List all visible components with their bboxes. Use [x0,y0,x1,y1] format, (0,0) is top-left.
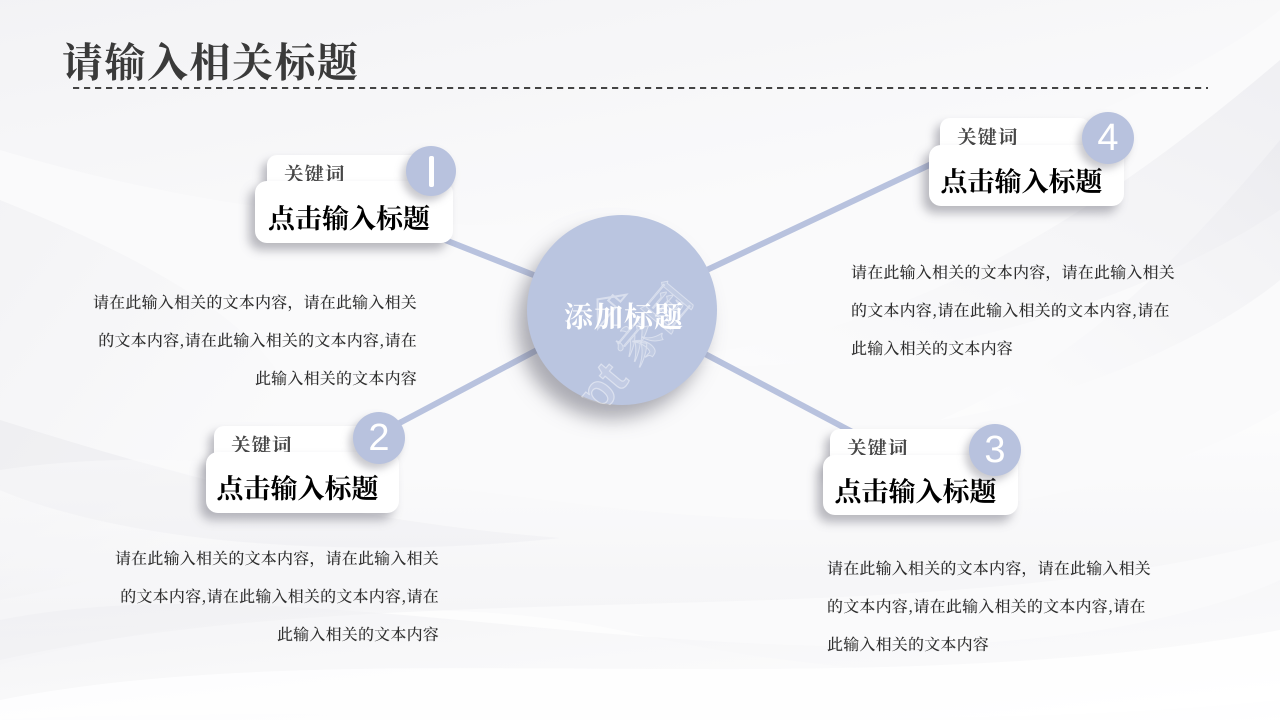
svg-text:ppt: ppt [546,351,639,420]
svg-text:家园: 家园 [599,268,705,377]
